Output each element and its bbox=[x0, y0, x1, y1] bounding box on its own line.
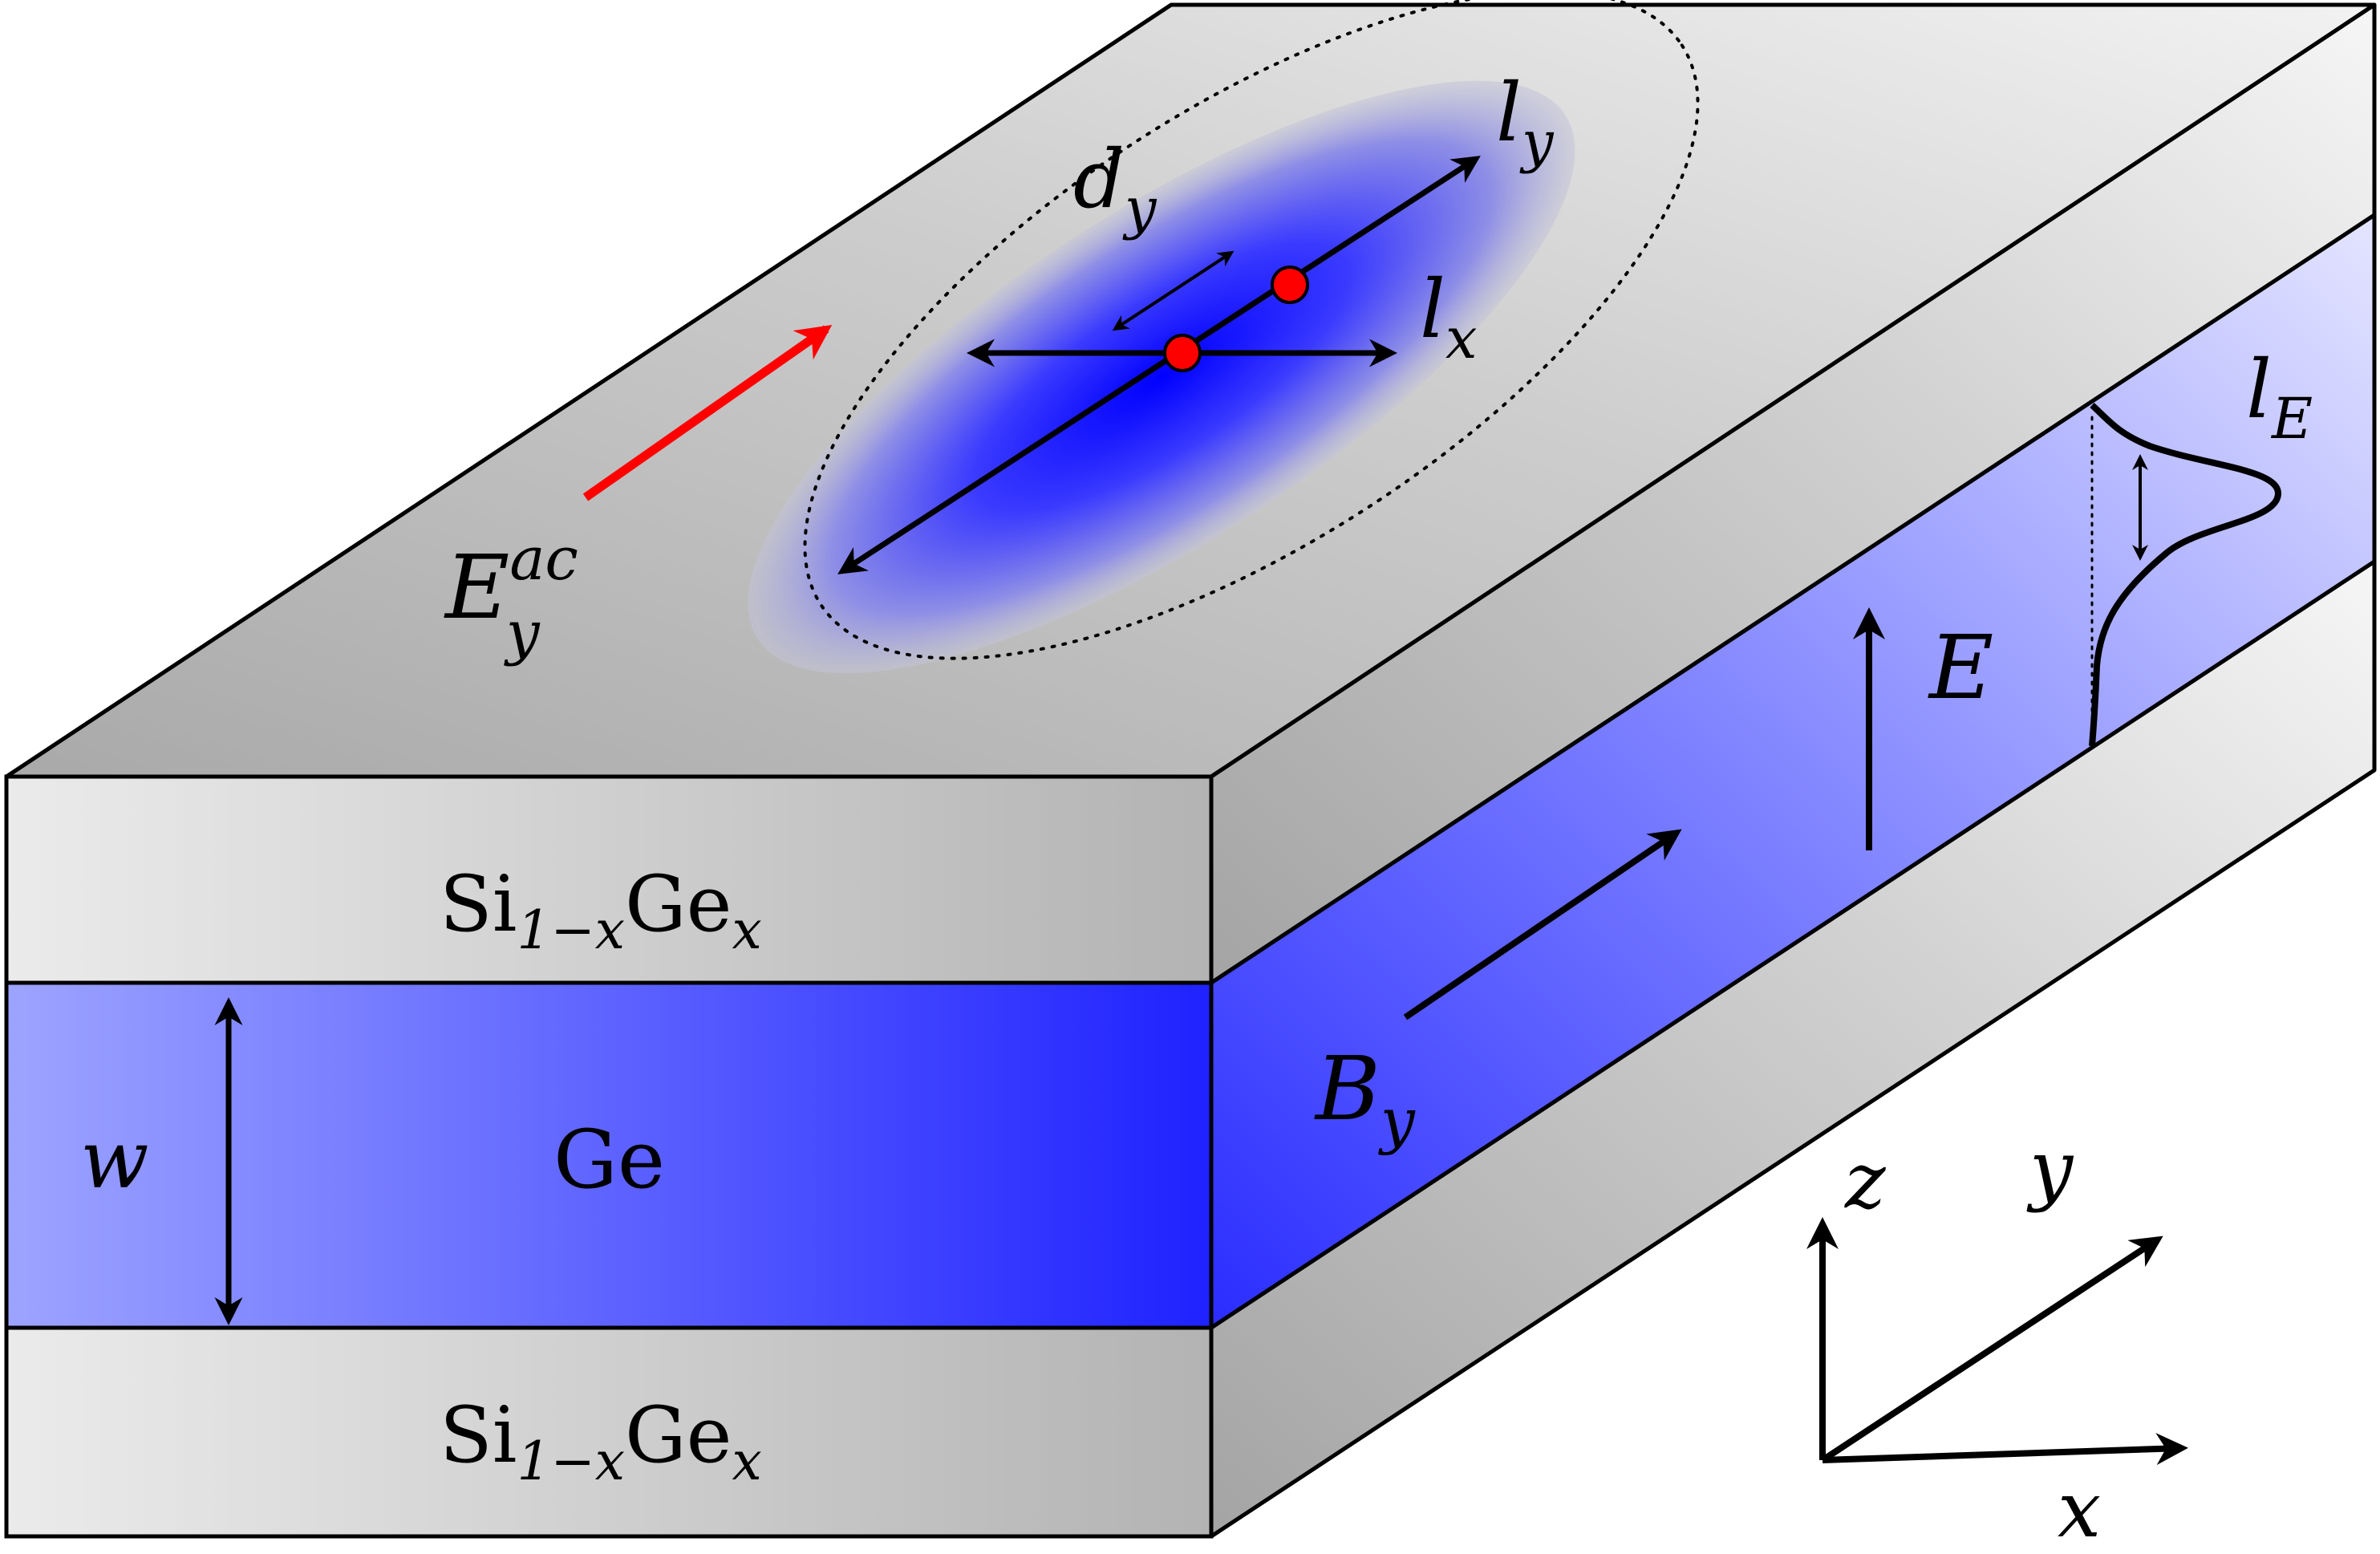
front-ge bbox=[4, 980, 1214, 1330]
b-field-arrow bbox=[1403, 829, 1682, 1020]
label-sige-top: Si1−xGex bbox=[440, 859, 762, 961]
label-axis-x: x bbox=[2058, 1465, 2101, 1554]
dot-marker-1 bbox=[1163, 334, 1202, 372]
label-width: w bbox=[80, 1113, 149, 1207]
block bbox=[4, 2, 2377, 1539]
ac-field-arrow bbox=[582, 324, 833, 501]
dot-marker-2 bbox=[1271, 266, 1309, 304]
front-sige-top bbox=[4, 774, 1214, 985]
label-ge: Ge bbox=[553, 1113, 665, 1207]
quantum-dot bbox=[748, 0, 1700, 674]
wavefunction-curve bbox=[2089, 403, 2282, 747]
label-axis-z: z bbox=[1844, 1136, 1887, 1226]
label-lx: lx bbox=[1420, 262, 1477, 371]
label-e-field: E bbox=[1928, 616, 1993, 719]
label-le: lE bbox=[2246, 343, 2313, 452]
label-ly: ly bbox=[1496, 66, 1555, 175]
x-axis-arrow bbox=[1822, 1433, 2188, 1466]
side-annotations bbox=[1403, 403, 2282, 1020]
label-b-field: By bbox=[1314, 1037, 1416, 1156]
coordinate-axes bbox=[1806, 1217, 2188, 1466]
dy-arrow bbox=[1112, 250, 1235, 331]
label-sige-bottom: Si1−xGex bbox=[440, 1390, 762, 1492]
label-axis-y: y bbox=[2026, 1124, 2074, 1214]
y-axis-arrow bbox=[1820, 1235, 2163, 1463]
label-dy: dy bbox=[1073, 132, 1158, 241]
front-sige-bottom bbox=[4, 1325, 1214, 1539]
